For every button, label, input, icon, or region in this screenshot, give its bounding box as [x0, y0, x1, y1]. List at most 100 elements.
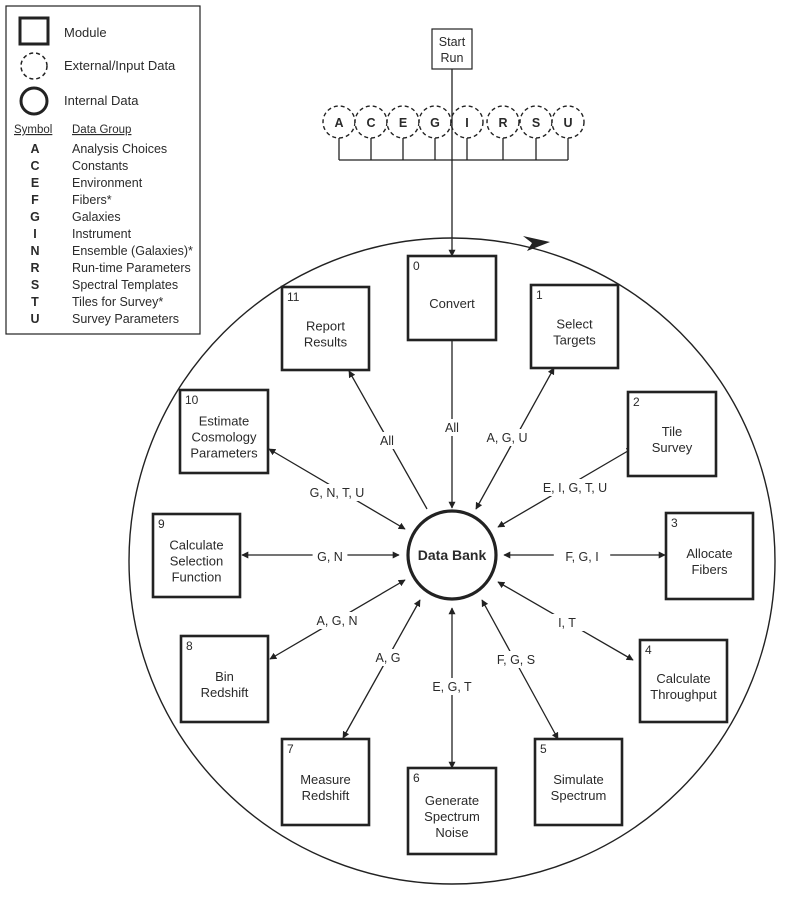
module-number: 2 [633, 395, 640, 409]
flow-label-module-10: G, N, T, U [310, 486, 365, 500]
module-number: 3 [671, 516, 678, 530]
module-name-line: Cosmology [191, 430, 257, 445]
module-number: 9 [158, 517, 165, 531]
module-box [664, 511, 755, 601]
module-name-line: Selection [170, 554, 223, 569]
input-label-i: I [465, 116, 468, 130]
flow-label-bg [478, 429, 536, 446]
module-name-line: Select [556, 317, 593, 332]
module-box [406, 766, 498, 856]
legend-group-f: Fibers* [72, 193, 112, 207]
module-number: 8 [186, 639, 193, 653]
module-box [280, 285, 371, 372]
legend-symbol-e: E [31, 176, 39, 190]
module-number: 7 [287, 742, 294, 756]
flow-label-module-1: A, G, U [487, 431, 528, 445]
input-label-r: R [498, 116, 507, 130]
legend-group-c: Constants [72, 159, 128, 173]
start-run: Start Run [431, 28, 473, 70]
legend-symbol-r: R [30, 261, 39, 275]
module-name-line: Function [172, 570, 222, 585]
module-name-line: Calculate [656, 671, 710, 686]
start-run-line1: Start [439, 35, 466, 49]
legend-group-header: Data Group [72, 124, 131, 136]
legend-symbol-f: F [31, 193, 39, 207]
module-number: 6 [413, 771, 420, 785]
flow-arrow-module-7 [342, 599, 421, 739]
flow-label-module-2: E, I, G, T, U [543, 481, 607, 495]
legend-group-i: Instrument [72, 227, 132, 241]
legend-symbol-c: C [30, 159, 39, 173]
flow-label-bg [438, 419, 466, 436]
module-name-line: Measure [300, 772, 351, 787]
legend-group-t: Tiles for Survey* [72, 295, 163, 309]
legend-module-label: Module [64, 25, 107, 40]
modules: 0Convert1SelectTargets2TileSurvey3Alloca… [151, 254, 755, 856]
module-name-line: Generate [425, 793, 479, 808]
flow-label-bg [312, 548, 348, 565]
module-name-line: Report [306, 319, 345, 334]
legend-symbol-n: N [30, 244, 39, 258]
module-name-line: Tile [662, 424, 682, 439]
legend-symbol-u: U [30, 312, 39, 326]
cycle-direction-arrowhead [523, 236, 550, 251]
module-name-line: Calculate [169, 538, 223, 553]
module-name-line: Spectrum [551, 788, 607, 803]
flow-label-bg [308, 612, 366, 629]
module-box [533, 737, 624, 827]
module-number: 10 [185, 393, 199, 407]
module-number: 5 [540, 742, 547, 756]
flow-label-module-7: A, G [375, 651, 400, 665]
start-run-line2: Run [441, 51, 464, 65]
legend-symbol-i: I [33, 227, 36, 241]
input-label-a: A [334, 116, 343, 130]
legend-symbol-a: A [30, 142, 39, 156]
legend-group-r: Run-time Parameters [72, 261, 191, 275]
legend-internal-label: Internal Data [64, 93, 139, 108]
module-name-line: Targets [553, 333, 596, 348]
input-circle-i [450, 105, 484, 139]
input-label-g: G [430, 116, 440, 130]
legend: Module External/Input Data Internal Data… [5, 5, 201, 335]
data-bank-circle [406, 509, 498, 601]
legend-group-s: Spectral Templates [72, 278, 178, 292]
legend-group-a: Analysis Choices [72, 142, 167, 156]
data-bank: Data Bank [406, 509, 498, 601]
flow-label-bg [373, 432, 401, 449]
input-label-c: C [366, 116, 375, 130]
module-symbol-icon [18, 16, 50, 46]
legend-external-label: External/Input Data [64, 58, 176, 73]
flow-arrow-module-5 [481, 599, 559, 740]
internal-data-symbol-icon [19, 86, 49, 116]
module-name-line: Noise [435, 825, 468, 840]
module-box [179, 634, 270, 724]
flow-label-module-11: All [380, 434, 394, 448]
module-number: 1 [536, 288, 543, 302]
module-name-line: Fibers [691, 562, 728, 577]
module-box [626, 390, 718, 478]
module-name-line: Throughput [650, 687, 717, 702]
legend-group-e: Environment [72, 176, 143, 190]
flow-label-module-6: E, G, T [432, 680, 472, 694]
module-name-line: Survey [652, 440, 693, 455]
flow-label-module-4: I, T [558, 616, 576, 630]
legend-group-n: Ensemble (Galaxies)* [72, 244, 193, 258]
module-number: 0 [413, 259, 420, 273]
module-box [529, 283, 620, 370]
flow-label-module-3: F, G, I [565, 550, 598, 564]
cycle-circle [128, 237, 776, 885]
module-name-line: Estimate [199, 414, 250, 429]
flow-label-module-0: All [445, 421, 459, 435]
